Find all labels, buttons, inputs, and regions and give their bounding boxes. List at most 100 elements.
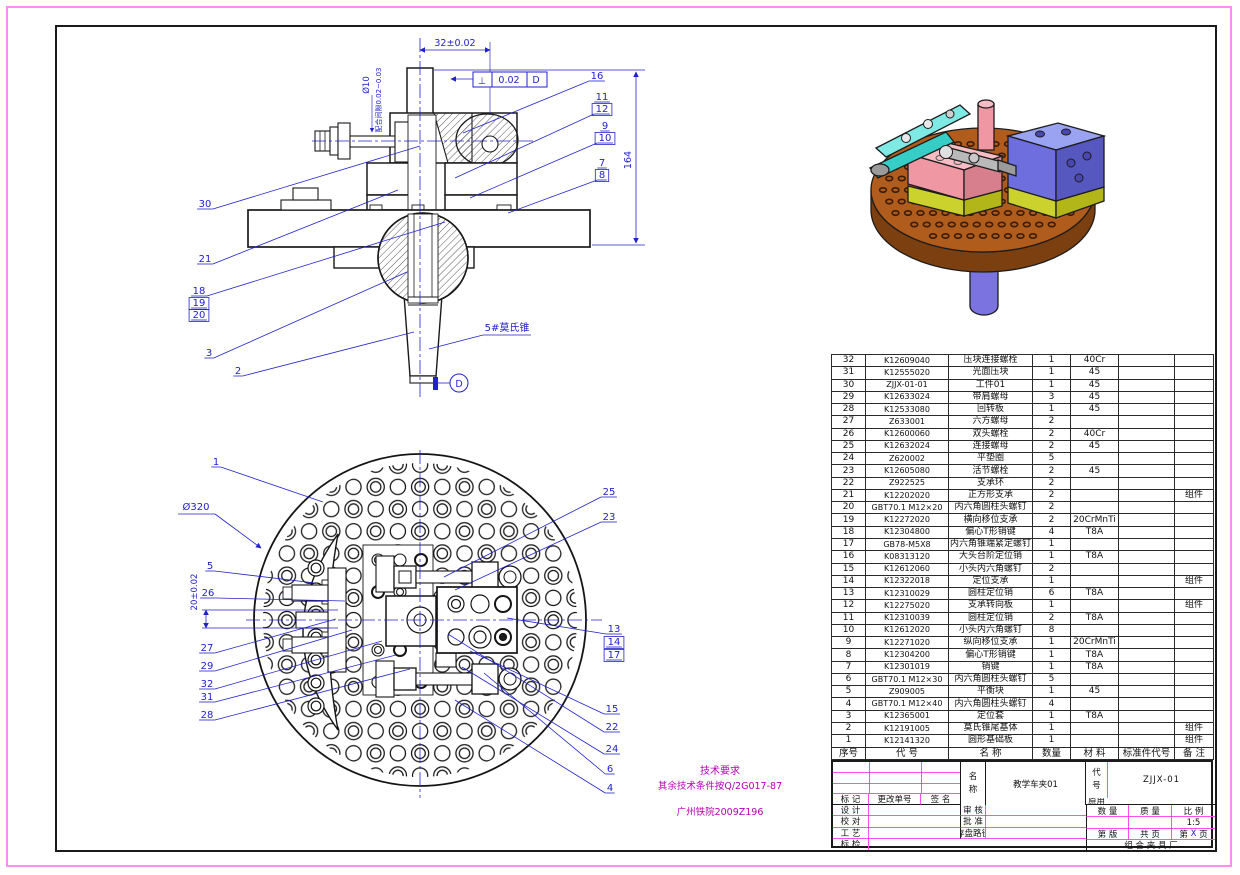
bom-cell — [1174, 378, 1214, 392]
bom-cell: 内六角圆柱头螺钉 — [948, 697, 1033, 711]
bom-cell: 偏心T形销键 — [948, 525, 1033, 539]
iso-hole — [985, 221, 994, 228]
iso-hole — [878, 187, 888, 194]
bom-cell — [1118, 403, 1175, 417]
bom-cell: 定位支承 — [948, 574, 1033, 589]
bom-cell — [1118, 672, 1175, 687]
bom-cell — [1174, 537, 1214, 552]
bom-cell: 1 — [1032, 734, 1071, 748]
callout-label: 28 — [201, 710, 214, 721]
iso-hole — [891, 210, 900, 217]
bom-header-cell: 标准件代号 — [1118, 746, 1175, 760]
iso-hole — [891, 187, 900, 194]
bom-cell: 1 — [1032, 709, 1071, 723]
review-label: 审 核 — [960, 805, 986, 817]
bom-cell: 1 — [1032, 353, 1071, 368]
callout-label: 10 — [599, 133, 612, 144]
callout-leader — [212, 145, 421, 210]
bom-cell: K12271020 — [865, 636, 949, 650]
svg-text:20±0.02: 20±0.02 — [190, 574, 200, 611]
iso-hole — [978, 233, 988, 240]
bom-cell — [1174, 366, 1214, 380]
callout-leader — [214, 618, 337, 654]
orig-label: 原用 — [1086, 798, 1215, 805]
callout-box — [594, 169, 610, 182]
bom-cell — [1118, 378, 1175, 392]
iso-hole — [991, 210, 1000, 217]
bom-header-cell: 名 称 — [948, 746, 1033, 760]
iso-hole — [885, 175, 894, 182]
iso-hole — [947, 221, 956, 228]
bom-cell: 偏心T形销键 — [948, 648, 1033, 662]
bom-cell: K12272020 — [865, 513, 949, 527]
iso-hole — [916, 210, 925, 217]
bom-header-cell: 序号 — [831, 746, 866, 760]
bom-cell: 回转板 — [948, 403, 1033, 417]
tech-req-line: 其余技术条件按Q/2G017-87 — [657, 780, 783, 792]
bom-cell — [1118, 513, 1175, 527]
bom-cell — [1174, 427, 1214, 441]
bom-cell — [1174, 672, 1214, 687]
bom-cell: GB78-M5X8 — [865, 537, 949, 552]
callout-label: 11 — [596, 92, 609, 103]
bom-cell: 45 — [1070, 366, 1119, 380]
bom-cell: 29 — [831, 390, 866, 405]
bom-cell: 16 — [831, 550, 866, 564]
front-linework — [247, 67, 591, 384]
bom-cell: 19 — [831, 513, 866, 527]
iso-hole — [941, 233, 950, 240]
factory-name: 组 合 夹 具 厂 — [1086, 840, 1215, 850]
bom-cell — [1070, 574, 1119, 589]
bom-cell: 定位套 — [948, 709, 1033, 723]
callout-box — [603, 649, 625, 662]
bom-cell — [1174, 452, 1214, 466]
iso-hole — [966, 141, 975, 148]
bom-cell: Z909005 — [865, 685, 949, 699]
bom-cell — [1118, 439, 1175, 454]
bom-cell: 3 — [1032, 390, 1071, 405]
bom-cell: 4 — [1032, 525, 1071, 539]
bom-cell — [1070, 476, 1119, 490]
bom-cell — [1118, 623, 1175, 638]
callout-leader — [212, 189, 399, 265]
iso-hole — [960, 221, 969, 228]
bom-cell — [1118, 550, 1175, 564]
bom-cell: 平衡块 — [948, 685, 1033, 699]
bom-cell: T8A — [1070, 587, 1119, 601]
plan-linework — [253, 453, 587, 787]
svg-text:Ø10: Ø10 — [361, 76, 372, 94]
bom-cell: K12301019 — [865, 660, 949, 674]
bom-cell: 2 — [1032, 611, 1071, 625]
bom-cell: 2 — [1032, 488, 1071, 503]
bom-cell — [1174, 415, 1214, 429]
bom-cell: 5 — [831, 685, 866, 699]
bom-cell: 8 — [1032, 623, 1071, 638]
front-dimensions: 32±0.02 164 ⊥ 0.02 D Ø10 配合间隙0.02~0.03 5… — [188, 38, 645, 400]
drawing-frame — [55, 25, 1217, 852]
bom-cell: 15 — [831, 562, 866, 576]
tech-req-title: 技术要求 — [700, 766, 740, 777]
iso-3d-view — [868, 99, 1107, 316]
callout-label: 1 — [213, 457, 219, 468]
callout-leader — [447, 633, 605, 733]
bom-cell: T8A — [1070, 611, 1119, 625]
bom-cell: 45 — [1070, 378, 1119, 392]
bom-cell: K12304800 — [865, 525, 949, 539]
bom-cell: 内六角圆柱头螺钉 — [948, 672, 1033, 687]
bom-cell: 13 — [831, 587, 866, 601]
bom-cell: T8A — [1070, 550, 1119, 564]
bom-cell: 大头台阶定位销 — [948, 550, 1033, 564]
bom-cell: 组件 — [1174, 734, 1214, 748]
callout-leader — [214, 654, 397, 703]
bom-cell: 45 — [1070, 439, 1119, 454]
bom-header-row: 序号代 号名 称数量材 料标准件代号备 注 — [831, 746, 1214, 760]
